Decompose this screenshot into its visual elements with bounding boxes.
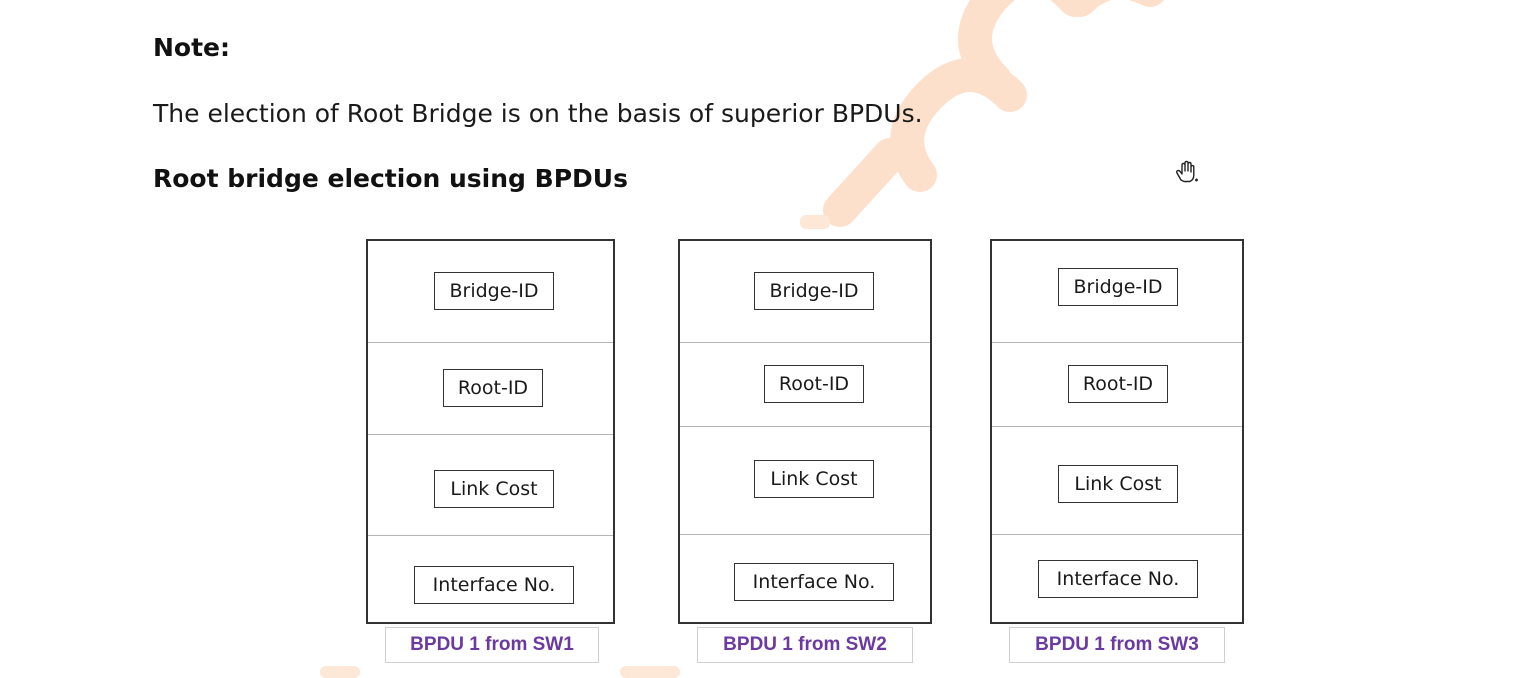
root-id-field: Root-ID [443,369,543,407]
bridge-id-row: Bridge-ID [368,241,613,343]
section-heading: Root bridge election using BPDUs [153,164,628,193]
interface-no-field: Interface No. [414,566,574,604]
watermark-dash [620,666,680,678]
watermark-logo [823,0,1164,227]
interface-no-field: Interface No. [734,563,894,601]
root-id-row: Root-ID [680,343,930,427]
bridge-id-field: Bridge-ID [1058,268,1178,306]
hand-cursor-icon [1175,160,1198,183]
link-cost-field: Link Cost [434,470,554,508]
bridge-id-row: Bridge-ID [992,241,1242,343]
root-id-row: Root-ID [368,343,613,435]
bridge-id-field: Bridge-ID [754,272,874,310]
interface-no-field: Interface No. [1038,560,1198,598]
interface-no-row: Interface No. [368,536,613,622]
link-cost-row: Link Cost [992,427,1242,535]
interface-no-row: Interface No. [680,535,930,622]
link-cost-row: Link Cost [680,427,930,535]
note-text: The election of Root Bridge is on the ba… [153,99,923,128]
link-cost-row: Link Cost [368,435,613,536]
bpdu-caption-sw1: BPDU 1 from SW1 [385,627,599,663]
watermark-dash [320,666,360,678]
bpdu-frame-sw2: Bridge-ID Root-ID Link Cost Interface No… [678,239,932,624]
note-heading: Note: [153,33,231,62]
bpdu-caption-sw3: BPDU 1 from SW3 [1009,627,1225,663]
root-id-row: Root-ID [992,343,1242,427]
root-id-field: Root-ID [764,365,864,403]
bridge-id-row: Bridge-ID [680,241,930,343]
bpdu-frame-sw3: Bridge-ID Root-ID Link Cost Interface No… [990,239,1244,624]
bridge-id-field: Bridge-ID [434,272,554,310]
link-cost-field: Link Cost [1058,465,1178,503]
bpdu-caption-sw2: BPDU 1 from SW2 [697,627,913,663]
interface-no-row: Interface No. [992,535,1242,622]
watermark-dash [800,215,830,229]
root-id-field: Root-ID [1068,365,1168,403]
link-cost-field: Link Cost [754,460,874,498]
bpdu-frame-sw1: Bridge-ID Root-ID Link Cost Interface No… [366,239,615,624]
